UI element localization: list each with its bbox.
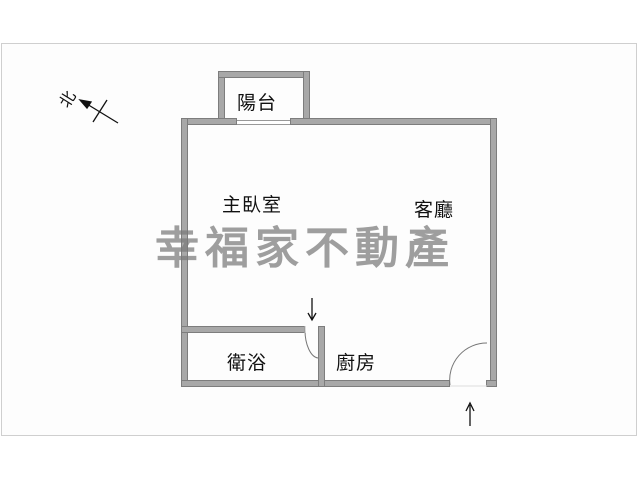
north-compass-icon	[78, 99, 119, 124]
bathroom-entry-arrow-icon	[307, 298, 317, 322]
balcony-wall-top	[218, 71, 310, 78]
balcony-sliding-door	[237, 120, 290, 125]
main-wall-right	[490, 118, 497, 387]
room-label-bathroom: 衛浴	[227, 352, 268, 374]
balcony-wall-right	[303, 71, 310, 125]
main-wall-left	[181, 118, 188, 387]
main-wall-top-left	[181, 118, 237, 125]
room-label-living-room: 客廳	[414, 199, 455, 221]
room-label-kitchen: 廚房	[336, 352, 377, 374]
bathroom-kitchen-divider	[318, 326, 325, 387]
entrance-door-swing-icon	[449, 342, 488, 386]
bathroom-wall-top	[181, 326, 305, 333]
entrance-arrow-icon	[465, 401, 475, 426]
room-label-master-bedroom: 主臥室	[222, 194, 283, 216]
main-wall-bottom-right-stub	[486, 380, 497, 387]
agency-watermark: 幸福家不動產	[155, 223, 455, 274]
bathroom-door-swing-icon	[304, 329, 319, 359]
main-wall-top-right	[290, 118, 497, 125]
main-wall-bottom	[181, 380, 450, 387]
balcony-wall-left	[218, 71, 225, 125]
room-label-balcony: 陽台	[237, 92, 278, 114]
